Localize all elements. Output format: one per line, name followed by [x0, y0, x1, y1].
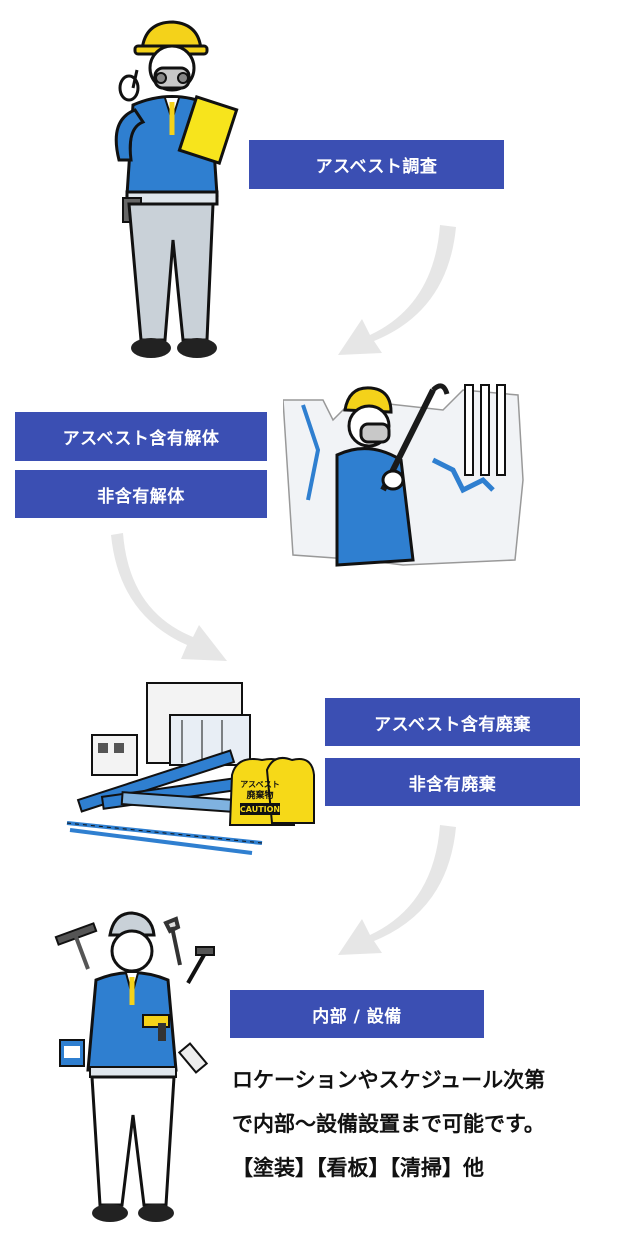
survey-worker-illustration [114, 20, 239, 358]
label-asbestos-demolition: アスベスト含有解体 [15, 412, 267, 461]
demolition-worker-illustration [283, 383, 524, 567]
flow-arrow-1 [338, 225, 456, 355]
label-interior-equipment: 内部 / 設備 [230, 990, 484, 1038]
label-asbestos-disposal: アスベスト含有廃棄 [325, 698, 580, 746]
interior-worker-illustration [54, 911, 215, 1222]
waste-pile-illustration: アスベスト 廃棄物 CAUTION [66, 682, 315, 855]
bag-text-line-2: 廃棄物 [246, 789, 273, 801]
label-asbestos-survey: アスベスト調査 [249, 140, 504, 189]
interior-description-line-3: 【塗装】【看板】【清掃】他 [232, 1156, 484, 1180]
flow-arrow-3 [338, 825, 456, 955]
bag-caution-text: CAUTION [240, 805, 280, 814]
label-non-asbestos-disposal: 非含有廃棄 [325, 758, 580, 806]
flow-arrow-2 [111, 533, 227, 661]
interior-description-line-1: ロケーションやスケジュール次第 [232, 1068, 546, 1092]
interior-description-line-2: で内部～設備設置まで可能です。 [232, 1112, 545, 1136]
label-non-asbestos-demolition: 非含有解体 [15, 470, 267, 518]
bag-text-line-1: アスベスト [240, 780, 280, 789]
